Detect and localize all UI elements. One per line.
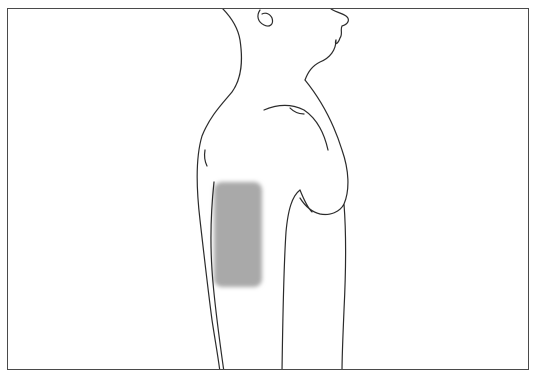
- ear: [258, 10, 273, 26]
- highlight-area: [214, 182, 262, 287]
- chest-line: [300, 80, 348, 215]
- neck-front-line: [305, 40, 336, 80]
- face-profile: [330, 8, 348, 44]
- back-crease: [205, 150, 207, 166]
- arm-front-line: [282, 190, 300, 372]
- torso-front-line: [342, 204, 346, 372]
